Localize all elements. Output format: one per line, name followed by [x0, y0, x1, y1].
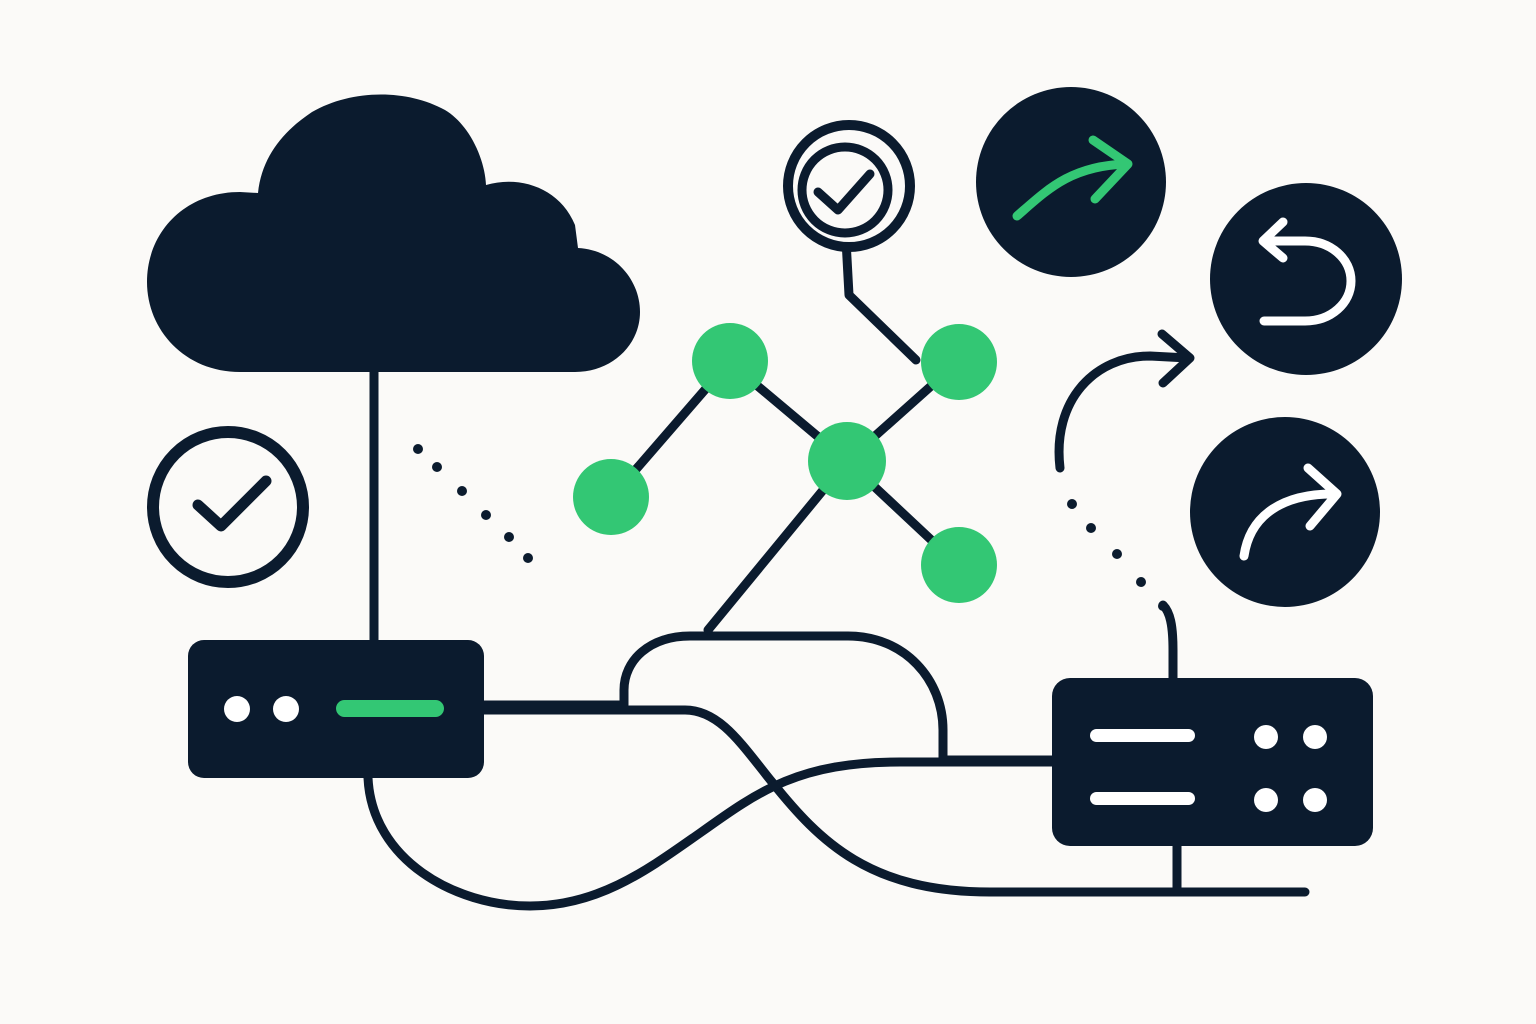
- cable-loop-top: [479, 631, 1057, 765]
- check-circle-icon-top: [783, 120, 915, 252]
- status-light: [1303, 725, 1327, 749]
- network-node-icon: [692, 323, 768, 399]
- cloud-icon: [147, 94, 640, 373]
- status-light: [273, 696, 299, 722]
- dotted-trail-right: [1067, 499, 1168, 611]
- server-icon-right: [1052, 678, 1373, 846]
- cables: [363, 235, 1310, 911]
- activity-bar: [336, 700, 444, 717]
- network-graph: [573, 323, 997, 635]
- dotted-trail-left: [413, 444, 533, 563]
- status-light: [224, 696, 250, 722]
- status-light: [1303, 788, 1327, 812]
- network-node-icon: [573, 459, 649, 535]
- network-node-icon: [921, 527, 997, 603]
- trend-arrow-icon: [976, 87, 1166, 277]
- status-light: [1254, 725, 1278, 749]
- drive-slot: [1090, 792, 1195, 805]
- drive-slot: [1090, 729, 1195, 742]
- undo-arrow-icon: [1210, 183, 1402, 375]
- server-icon-left: [188, 640, 484, 778]
- status-light: [1254, 788, 1278, 812]
- check-connector-line: [841, 235, 921, 365]
- curved-arrow-icon: [1054, 329, 1195, 473]
- check-circle-icon-left: [147, 426, 309, 588]
- network-node-icon: [808, 422, 886, 500]
- redo-arrow-icon: [1190, 417, 1380, 607]
- network-node-icon: [921, 324, 997, 400]
- cable-cross-a: [479, 705, 1310, 897]
- cable-cross-b: [363, 757, 1057, 911]
